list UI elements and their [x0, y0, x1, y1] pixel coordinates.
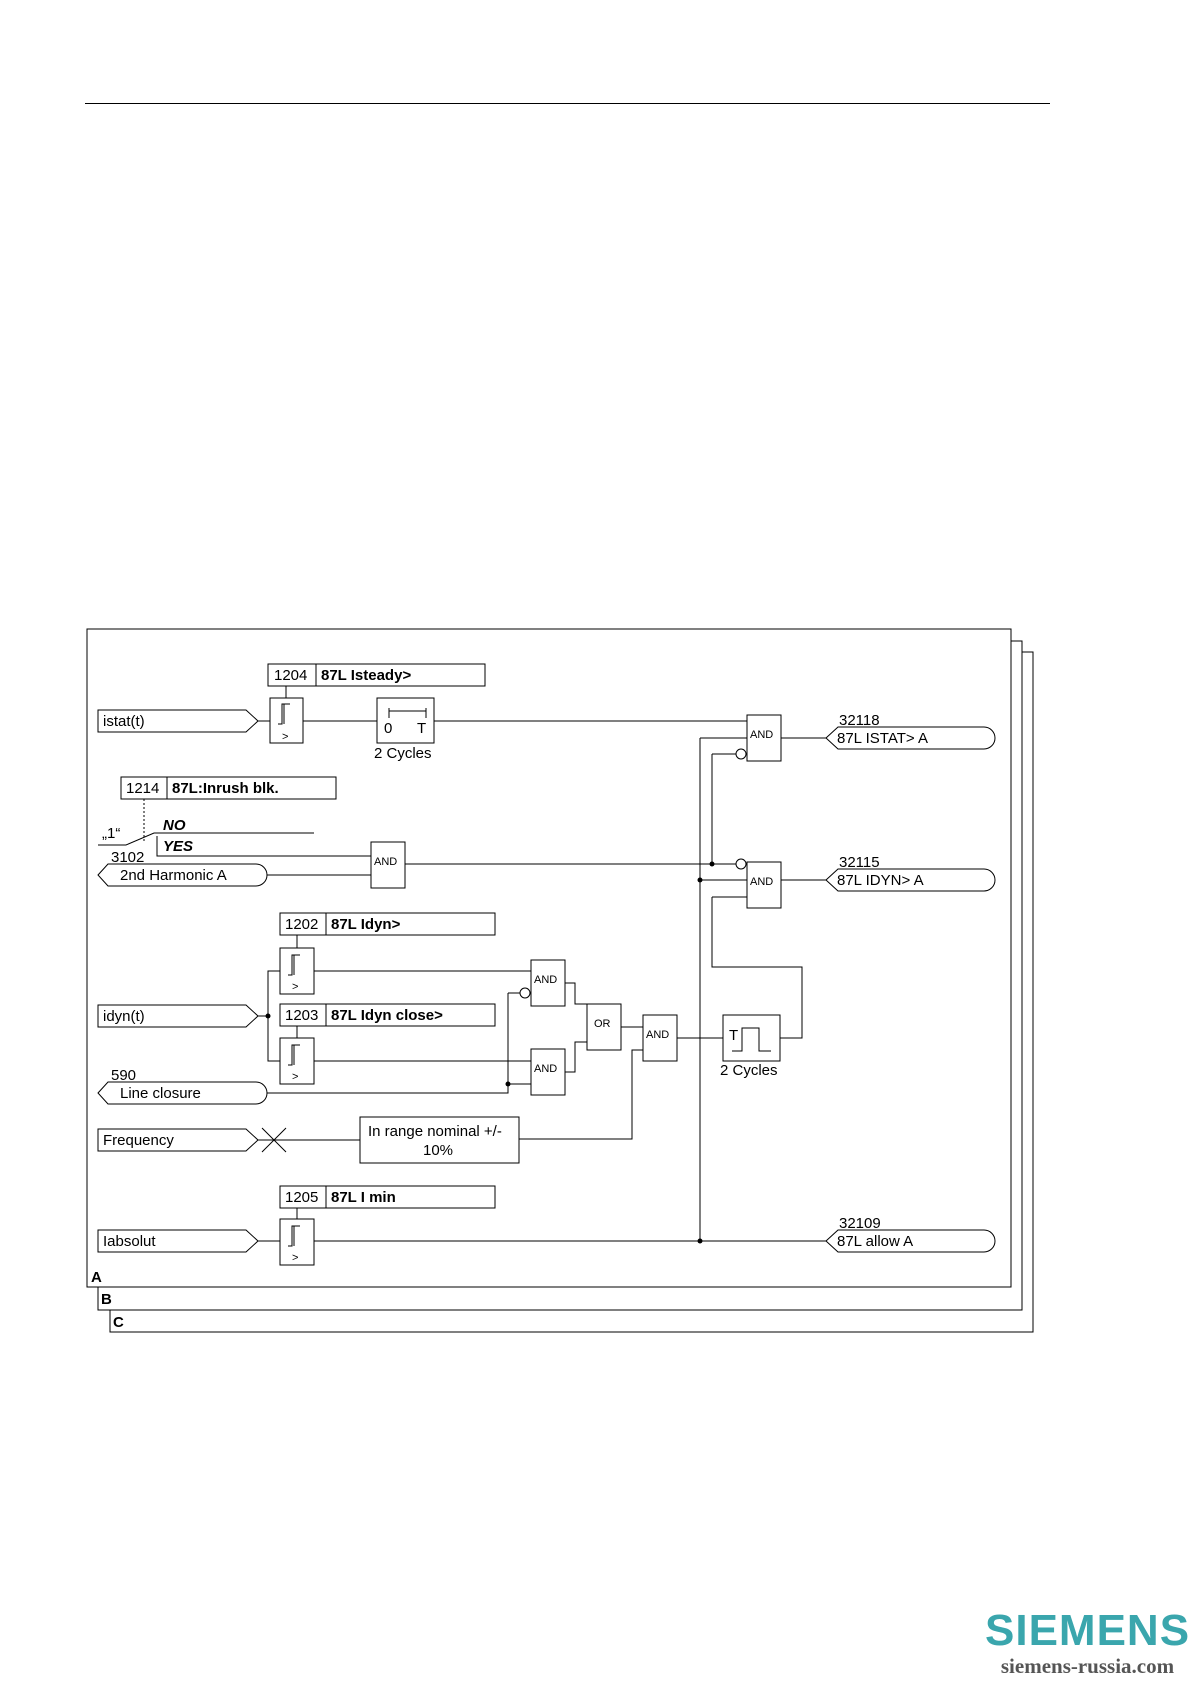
- and-gate-idyn-upper: [530, 959, 566, 1007]
- output-allow-label: 87L allow A: [837, 1233, 913, 1250]
- output-istat-number: 32118: [839, 712, 880, 729]
- comparator-idyn-close-icon: [288, 1044, 300, 1066]
- setting-1205-address: 1205: [285, 1189, 318, 1206]
- siemens-logo: SIEMENS siemens-russia.com: [985, 1606, 1190, 1679]
- comparator-idyn-sign: >: [292, 981, 298, 993]
- logo-word: SIEMENS: [985, 1606, 1190, 1655]
- input-frequency-label: Frequency: [103, 1132, 174, 1149]
- timer-delay-zero: 0: [384, 720, 392, 737]
- setting-1202-address: 1202: [285, 916, 318, 933]
- timer-delay-t: T: [417, 720, 426, 737]
- input-frequency: [97, 1128, 259, 1152]
- phase-tab-b: B: [101, 1291, 112, 1308]
- setting-1202-label-box: [325, 912, 496, 936]
- output-istat-label: 87L ISTAT> A: [837, 730, 928, 747]
- input-line-closure: [97, 1081, 268, 1105]
- and-gate-istat-output: [746, 714, 782, 762]
- output-allow: [825, 1229, 996, 1253]
- or-gate: [586, 1003, 622, 1051]
- input-istat-label: istat(t): [103, 713, 145, 730]
- comparator-idyn-close-sign: >: [292, 1071, 298, 1083]
- setting-1203-label: 87L Idyn close>: [331, 1007, 443, 1024]
- and-gate-idyn-output: [746, 861, 782, 909]
- input-iabsolut-label: Iabsolut: [103, 1233, 156, 1250]
- timer-delay-cycles: 2 Cycles: [374, 745, 432, 762]
- and-gate-istat-output-label: AND: [750, 729, 773, 741]
- comparator-idyn-icon: [288, 954, 300, 976]
- setting-1214-address: 1214: [126, 780, 159, 797]
- input-istat: [97, 709, 259, 733]
- comparator-istat-icon: [278, 703, 290, 725]
- and-gate-idyn-output-label: AND: [750, 876, 773, 888]
- switch-one-label: „1“: [102, 825, 120, 842]
- input-line-closure-number: 590: [111, 1067, 136, 1084]
- and-gate-harmonic-label: AND: [374, 856, 397, 868]
- and-gate-final-label: AND: [646, 1029, 669, 1041]
- input-iabsolut: [97, 1229, 259, 1253]
- and-gate-harmonic: [370, 841, 406, 889]
- comparator-idyn: [279, 947, 315, 995]
- timer-delay-icon: [388, 708, 427, 718]
- setting-1205-label: 87L I min: [331, 1189, 396, 1206]
- frequency-cross-icon: [261, 1127, 287, 1153]
- and-gate-idyn-upper-label: AND: [534, 974, 557, 986]
- or-gate-label: OR: [594, 1018, 611, 1030]
- output-idyn-number: 32115: [839, 854, 880, 871]
- phase-tab-c: C: [113, 1314, 124, 1331]
- input-harmonic-number: 3102: [111, 849, 144, 866]
- frequency-range-box: [359, 1116, 520, 1164]
- timer-pulse: [722, 1014, 781, 1062]
- timer-pulse-t: T: [729, 1027, 738, 1044]
- input-idyn-label: idyn(t): [103, 1008, 145, 1025]
- setting-1214-label-box: [166, 776, 337, 800]
- setting-1202-label: 87L Idyn>: [331, 916, 401, 933]
- header-rule: [85, 103, 1050, 104]
- logo-url: siemens-russia.com: [1000, 1654, 1175, 1678]
- output-idyn: [825, 868, 996, 892]
- comparator-iabsolut-icon: [288, 1225, 300, 1247]
- comparator-istat: [269, 697, 304, 744]
- comparator-iabsolut: [279, 1218, 315, 1266]
- frequency-range-line2: 10%: [423, 1142, 453, 1159]
- comparator-idyn-close: [279, 1037, 315, 1085]
- comparator-istat-sign: >: [282, 731, 288, 743]
- switch-contact: [98, 832, 314, 846]
- comparator-iabsolut-sign: >: [292, 1252, 298, 1264]
- and-gate-idyn-lower-label: AND: [534, 1063, 557, 1075]
- setting-1203-address: 1203: [285, 1007, 318, 1024]
- setting-1204-label: 87L Isteady>: [321, 667, 411, 684]
- phase-tab-a: A: [91, 1269, 102, 1286]
- input-harmonic: [97, 863, 268, 887]
- frequency-range-line1: In range nominal +/-: [368, 1123, 502, 1140]
- output-allow-number: 32109: [839, 1215, 881, 1232]
- setting-1204-label-box: [315, 663, 486, 687]
- setting-1205-label-box: [325, 1185, 496, 1209]
- timer-pulse-icon: [732, 1027, 771, 1052]
- switch-no: NO: [163, 817, 186, 834]
- setting-1203-label-box: [325, 1003, 496, 1027]
- output-idyn-label: 87L IDYN> A: [837, 872, 924, 889]
- switch-yes: YES: [163, 838, 193, 855]
- timer-pulse-cycles: 2 Cycles: [720, 1062, 778, 1079]
- setting-1204-address: 1204: [274, 667, 307, 684]
- input-line-closure-label: Line closure: [120, 1085, 201, 1102]
- output-istat: [825, 726, 996, 750]
- input-harmonic-label: 2nd Harmonic A: [120, 867, 227, 884]
- input-idyn: [97, 1004, 259, 1028]
- setting-1214-label: 87L:Inrush blk.: [172, 780, 279, 797]
